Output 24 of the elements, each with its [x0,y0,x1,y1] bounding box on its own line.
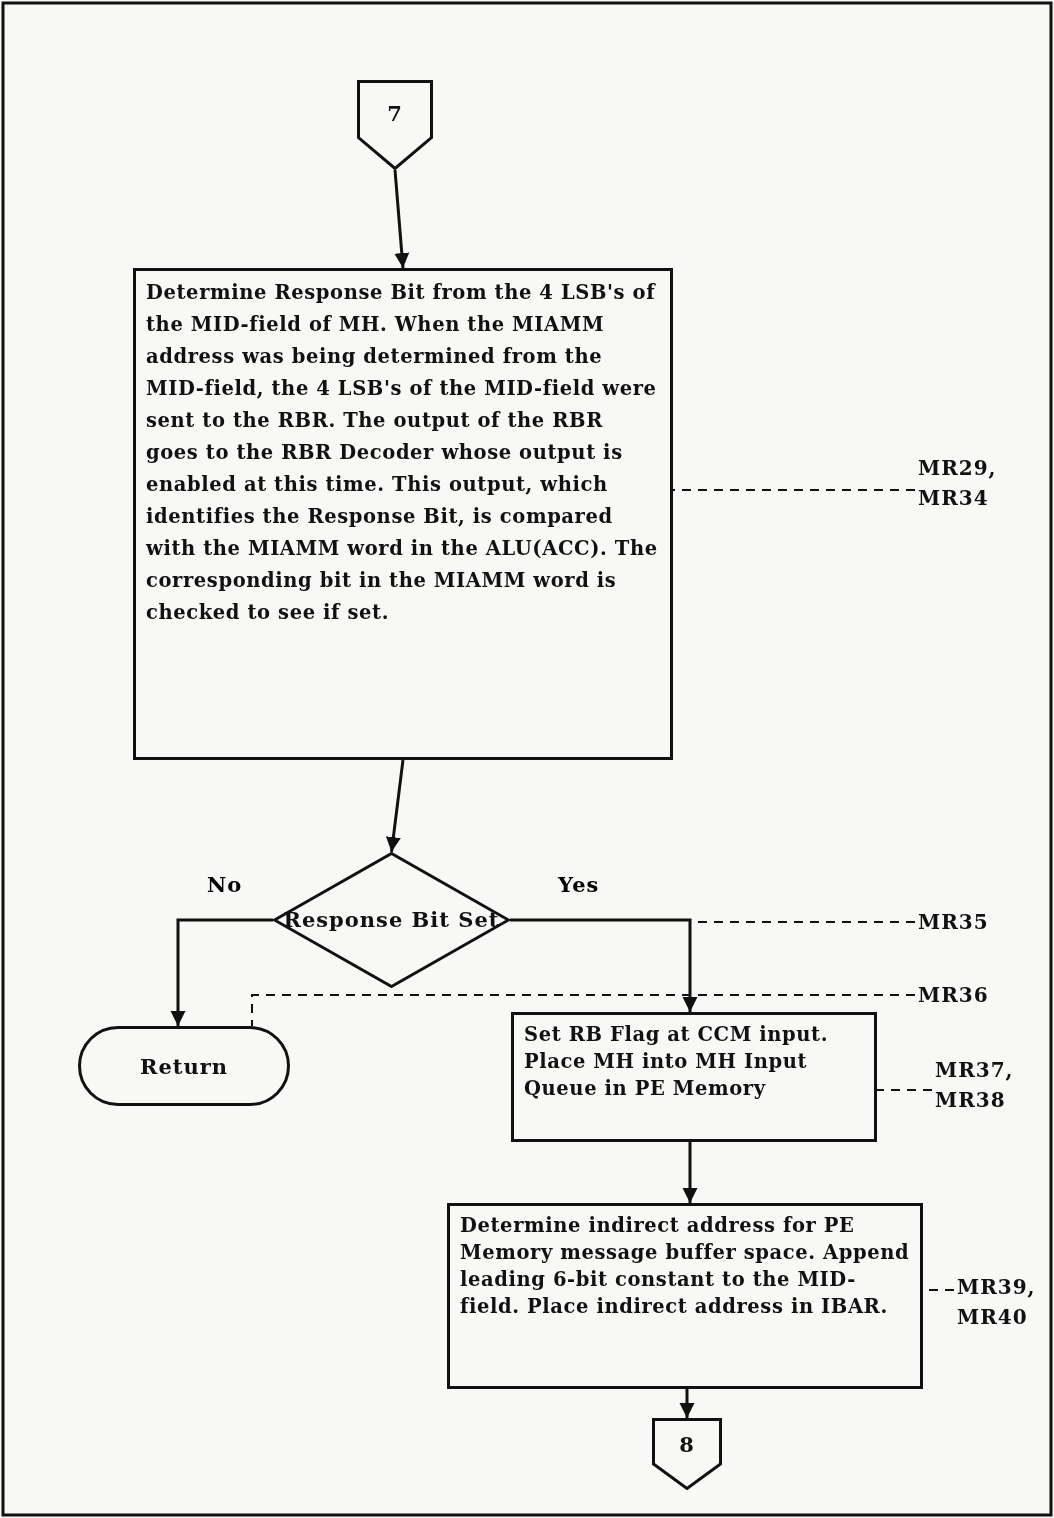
node-text: Set RB Flag at CCM input. Place MH into MH Input Queue in PE Memory [524,1022,830,1102]
flow-arrow [682,1142,698,1203]
node-text: Determine Response Bit from the 4 LSB's of the MID-field of MH. When the MIAMM address was being determined from the MID-field, the 4 LSB's of the MID-field were sent to the RBR. The output of the RBR goes to the RBR Decoder whose output is enabled at this time. This output, which identifies the Response Bit, is compared with the MIAMM word in the ALU(ACC). The corresponding bit in the MIAMM word is checked to see if set. [146,280,659,626]
reference-label: MR29, MR34 [918,453,1008,515]
process-box [133,268,673,760]
reference-label: MR39, MR40 [957,1272,1052,1334]
leader-line [251,994,916,1027]
node-text: Return [139,1053,229,1079]
node-text: Determine indirect address for PE Memory message buffer space. Append leading 6-bit constant to the MID-field. Place indirect address in IBAR. [460,1213,910,1320]
reference-label: MR35 [918,907,1008,937]
flow-arrow [510,918,698,1012]
leader-line [876,1089,933,1091]
process-box [447,1203,923,1389]
leader-line [672,489,916,491]
node-text: 8 [679,1431,695,1459]
node-text: 7 [387,99,403,128]
process-box [511,1012,877,1142]
flow-arrow [385,759,405,853]
node-text: Response Bit Set [283,906,500,934]
flow-arrow [679,1389,695,1418]
flow-arrow [170,918,273,1026]
reference-label: MR36 [918,980,1008,1010]
flow-arrow [393,169,410,269]
reference-label: MR37, MR38 [935,1055,1035,1117]
